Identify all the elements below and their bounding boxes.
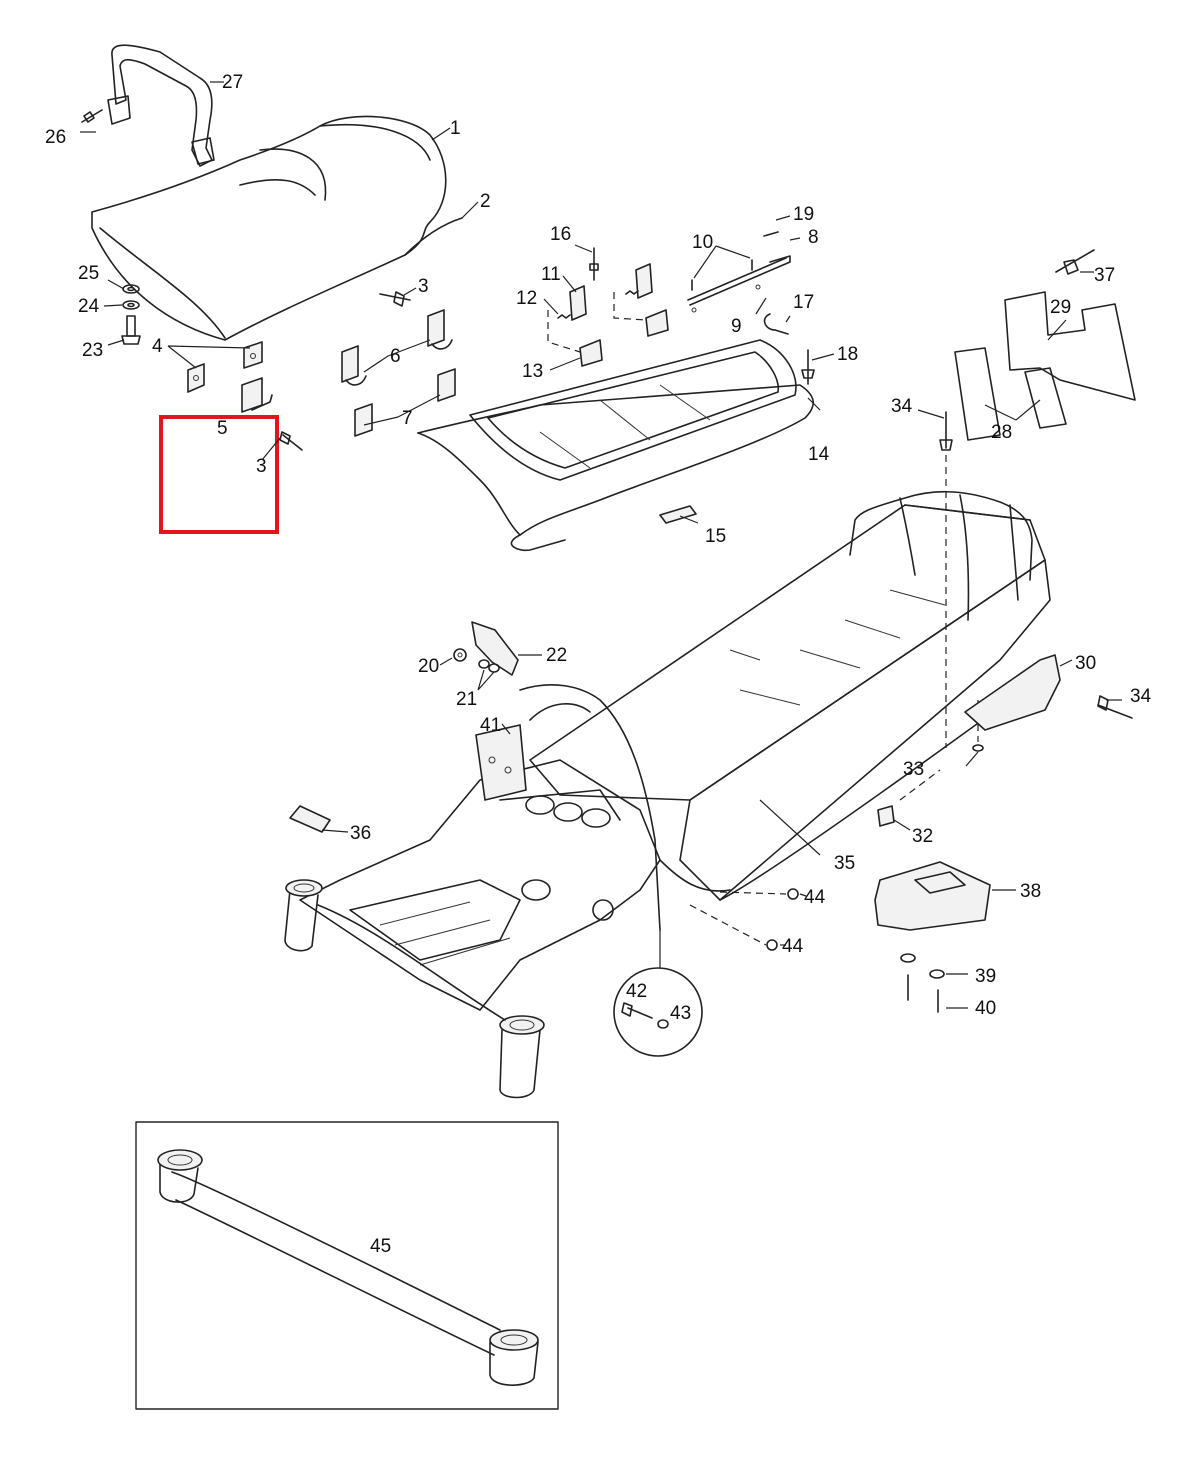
callout-12: 12 — [516, 288, 537, 309]
pin-part-19 — [763, 231, 779, 237]
chassis-part-35 — [284, 490, 1051, 1099]
callout-30: 30 — [1075, 653, 1096, 674]
bracket-part-4 — [187, 341, 263, 393]
panel-part-28 — [954, 347, 1067, 441]
callout-10: 10 — [692, 232, 713, 253]
nut-part-20 — [453, 648, 467, 662]
callout-22: 22 — [546, 645, 567, 666]
callout-26: 26 — [45, 127, 66, 148]
callout-14: 14 — [808, 444, 830, 465]
rivet-part-34-right — [1097, 695, 1133, 719]
callout-36: 36 — [350, 823, 371, 844]
screw-part-40 — [907, 974, 939, 1013]
block-part-32 — [877, 769, 941, 827]
pin-part-16 — [589, 247, 599, 281]
seat-base-part-2 — [404, 217, 463, 256]
callout-13: 13 — [522, 361, 543, 382]
bolt-part-26 — [81, 109, 103, 123]
callout-11: 11 — [541, 264, 561, 285]
callout-19: 19 — [793, 204, 814, 225]
callout-45: 45 — [370, 1236, 391, 1257]
callout-41: 41 — [480, 715, 501, 736]
callout-20: 20 — [418, 656, 439, 677]
highlight-box — [159, 415, 279, 534]
bracket-part-6 — [341, 309, 453, 386]
bracket-part-41 — [475, 724, 527, 801]
callout-37: 37 — [1094, 265, 1115, 286]
callout-38: 38 — [1020, 881, 1041, 902]
rivet-part-3-lower — [279, 431, 303, 451]
callout-40: 40 — [975, 998, 996, 1019]
pin-part-10 — [691, 259, 753, 291]
axle-tube-part-45 — [157, 1149, 539, 1386]
callout-34-upper: 34 — [891, 396, 913, 417]
callout-4: 4 — [152, 336, 163, 357]
bracket-part-5 — [241, 377, 273, 413]
callout-17: 17 — [793, 292, 814, 313]
washer-part-24 — [122, 300, 140, 310]
grab-handle-part-27 — [107, 44, 215, 167]
slide-part-15 — [659, 505, 697, 524]
detail-circle-42-43 — [613, 930, 703, 1057]
callout-9: 9 — [731, 316, 742, 337]
callout-15: 15 — [705, 526, 726, 547]
inset-box — [135, 1121, 559, 1410]
callout-43: 43 — [670, 1003, 691, 1024]
callout-28: 28 — [991, 422, 1012, 443]
latch-part-11 — [569, 263, 653, 321]
bracket-part-22 — [471, 621, 519, 676]
bracket-part-36 — [289, 805, 331, 833]
callout-34-right: 34 — [1130, 686, 1152, 707]
callout-21: 21 — [456, 689, 477, 710]
callout-16: 16 — [550, 224, 571, 245]
spring-part-12 — [557, 290, 639, 319]
callout-25: 25 — [78, 263, 99, 284]
callout-32: 32 — [912, 826, 933, 847]
callout-44-upper: 44 — [804, 887, 826, 908]
callout-23: 23 — [82, 340, 103, 361]
rod-part-8 — [687, 255, 791, 306]
callout-18: 18 — [837, 344, 858, 365]
seat-frame-part-14 — [417, 339, 814, 552]
callout-42: 42 — [626, 981, 647, 1002]
rivet-part-37 — [1055, 249, 1095, 275]
bolt-part-23 — [121, 315, 141, 345]
guard-part-30 — [964, 654, 1061, 731]
callout-39: 39 — [975, 966, 996, 987]
callout-35: 35 — [834, 853, 855, 874]
leader-lines — [80, 81, 1122, 1009]
callout-labels: 1 2 3 3 4 5 6 7 8 9 10 11 12 13 14 15 16… — [45, 72, 1152, 1257]
bracket-part-7 — [354, 368, 456, 437]
rivet-part-3-upper — [379, 291, 411, 307]
callout-2: 2 — [480, 191, 491, 212]
callout-44-lower: 44 — [782, 936, 804, 957]
callout-5: 5 — [217, 418, 228, 439]
cotter-part-9 — [691, 284, 761, 313]
callout-29: 29 — [1050, 297, 1071, 318]
callout-3-upper: 3 — [418, 276, 429, 297]
panel-part-29 — [1004, 291, 1136, 401]
washer-part-39 — [900, 953, 945, 979]
callout-1: 1 — [450, 118, 461, 139]
latch-base-part-13 — [547, 292, 669, 367]
callout-8: 8 — [808, 227, 819, 248]
clip-part-17 — [763, 313, 789, 335]
nut-part-44 — [689, 888, 799, 951]
callout-3-lower: 3 — [256, 456, 267, 477]
callout-6: 6 — [390, 346, 401, 367]
callout-33: 33 — [903, 759, 924, 780]
rivet-part-34-upper — [939, 411, 953, 748]
fastener-part-18 — [801, 349, 815, 385]
callout-7: 7 — [402, 408, 413, 429]
cover-part-38 — [874, 861, 991, 931]
seat-part-1 — [91, 115, 447, 341]
callout-24: 24 — [78, 296, 100, 317]
callout-27: 27 — [222, 72, 243, 93]
